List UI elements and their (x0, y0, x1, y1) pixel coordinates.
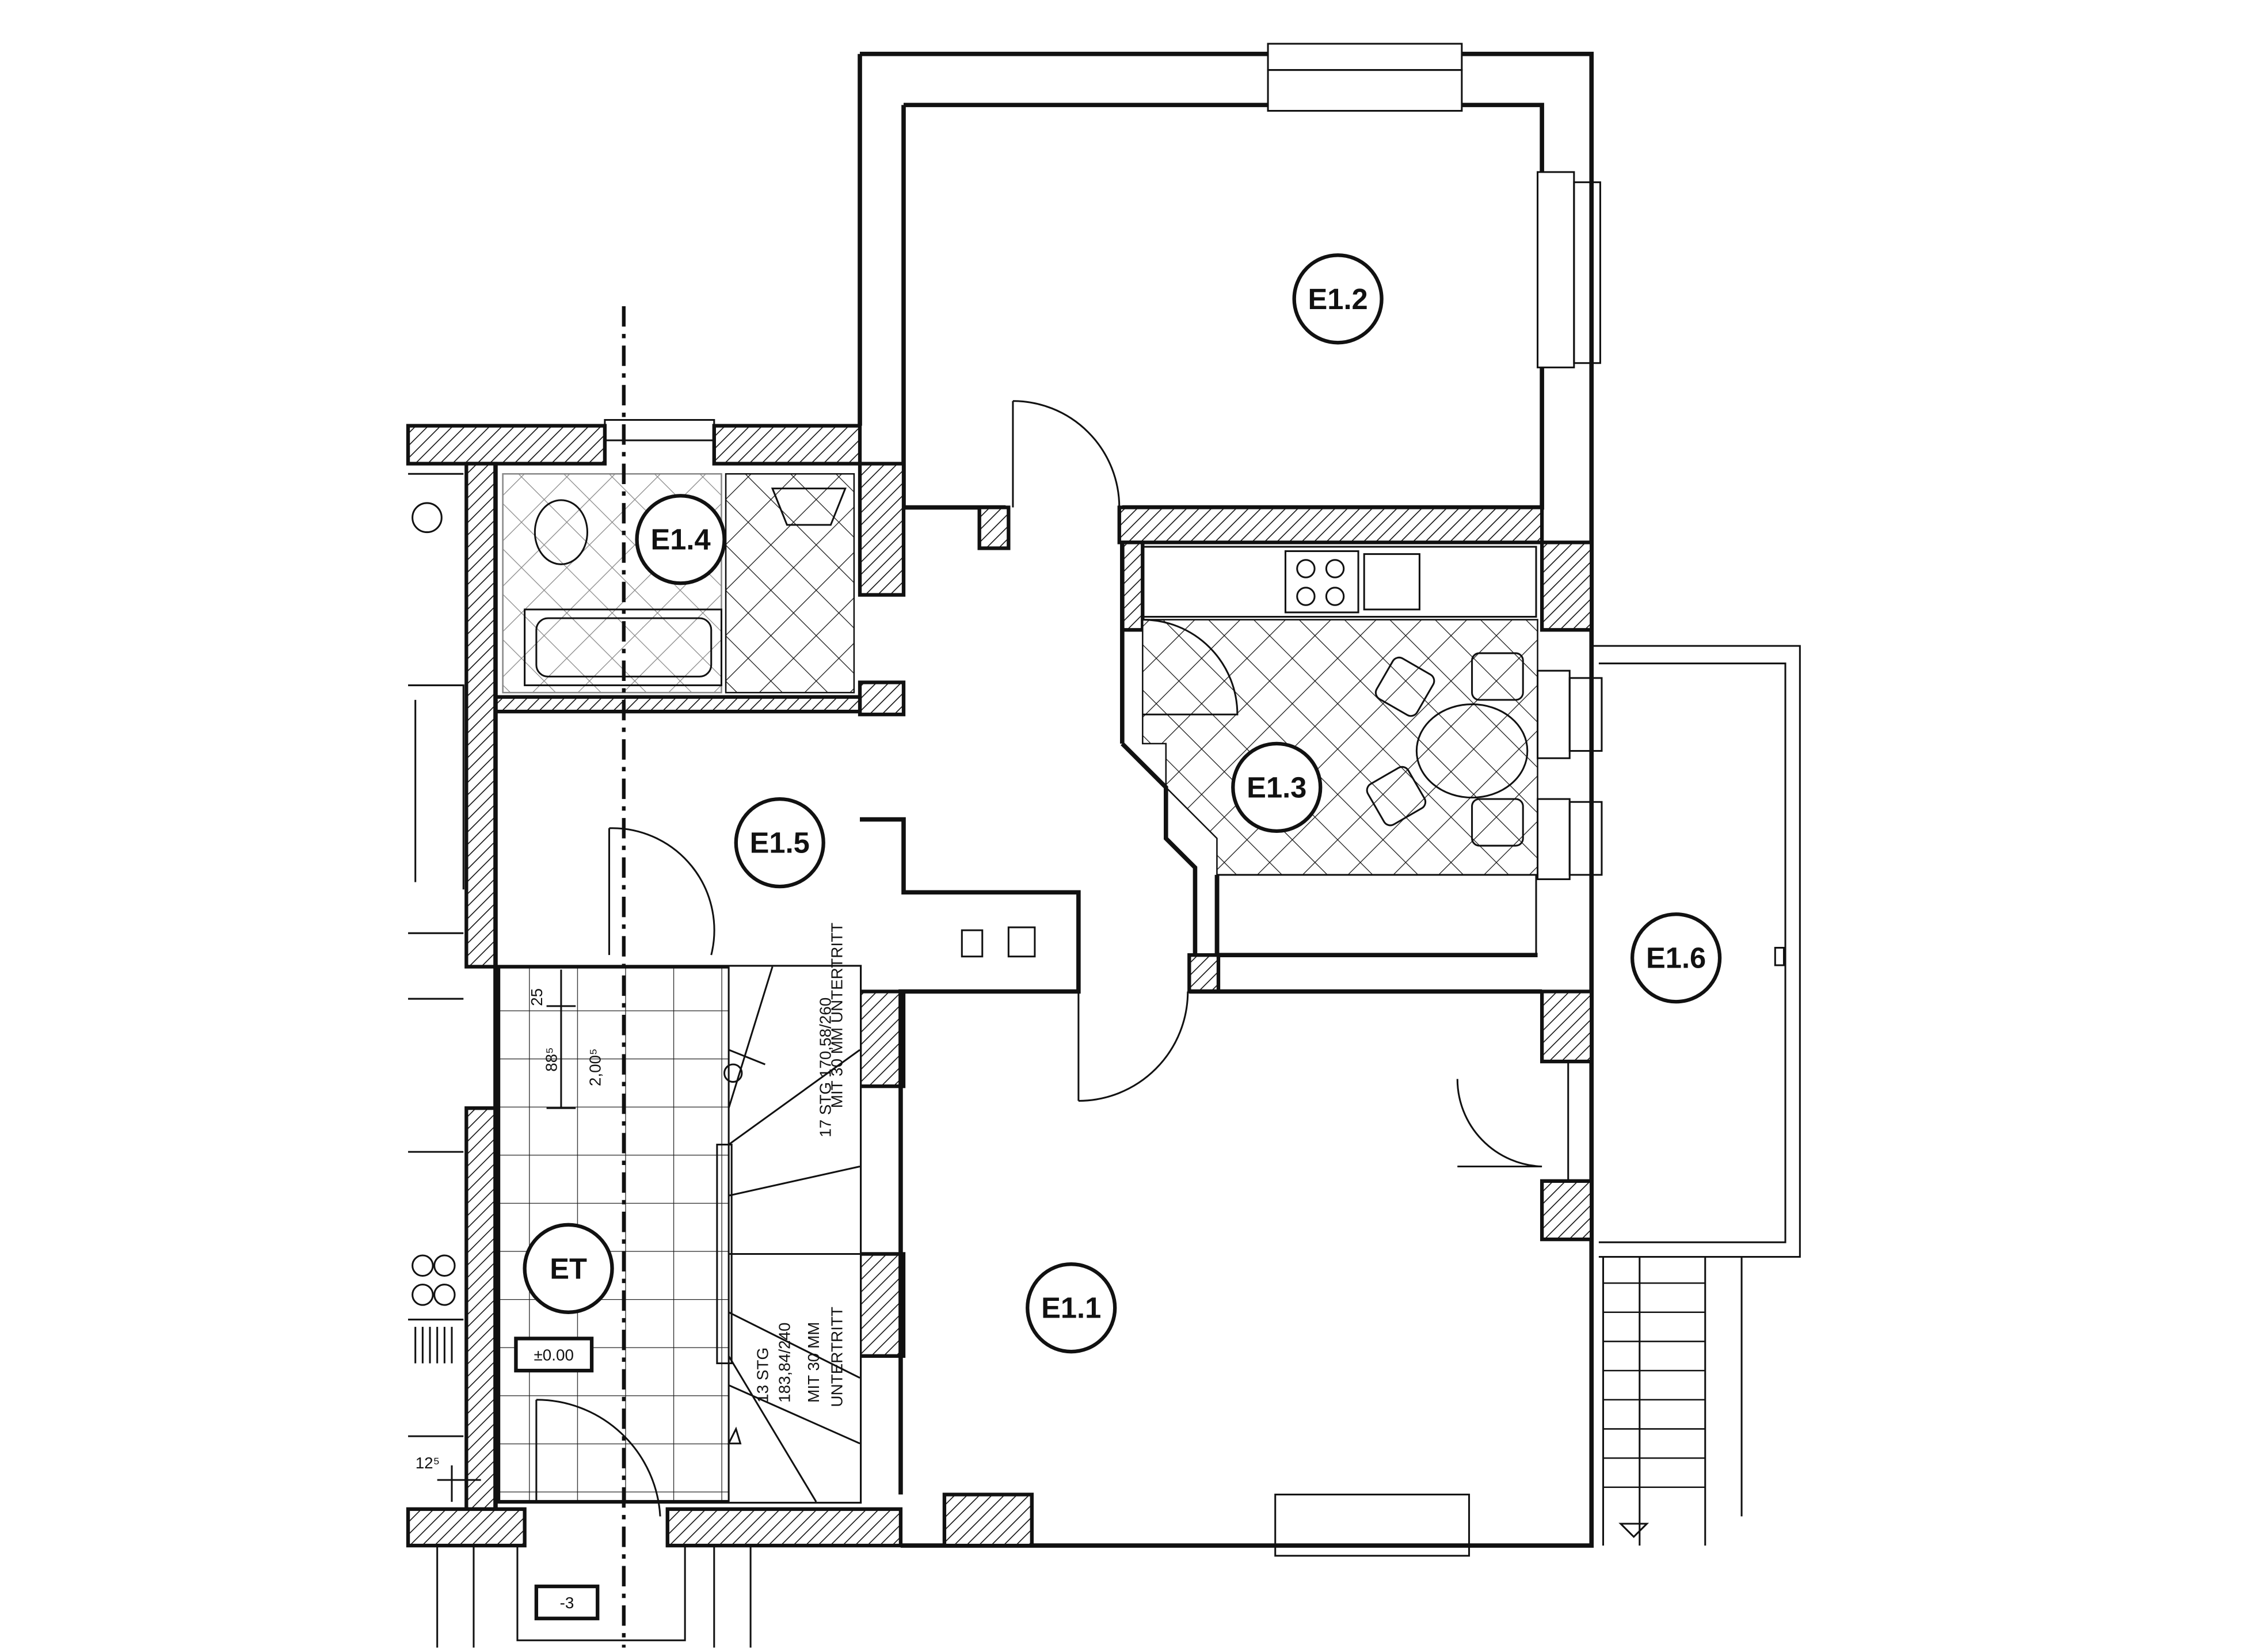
room-label-e1-4: E1.4 (650, 523, 710, 556)
dimension-25: 25 (528, 988, 546, 1006)
window (1267, 43, 1463, 71)
kitchen-counter (1141, 546, 1537, 618)
stair-note-lower-4: UNTERTRITT (828, 1307, 846, 1407)
dimension-88-5: 88⁵ (542, 1047, 560, 1072)
chair (1374, 656, 1435, 717)
window (1537, 171, 1575, 368)
room-label-et: ET (550, 1252, 587, 1285)
dimension-2-00-5: 2,00⁵ (586, 1048, 604, 1086)
room-et: 17 STG 170,58/260 MIT 30 MM UNTERTRITT 1… (496, 923, 862, 1517)
room-label-e1-5: E1.5 (750, 827, 810, 859)
stair-note-upper-2: MIT 30 MM UNTERTRITT (828, 923, 846, 1108)
window (1573, 181, 1601, 364)
window (1537, 669, 1571, 759)
room-e1-6: E1.6 (1567, 645, 1801, 1546)
level-marker-floor: ±0.00 (534, 1346, 574, 1364)
stair-note-lower-3: MIT 30 MM (805, 1322, 822, 1403)
neighbour-fixtures: 12⁵ (408, 473, 481, 1502)
stair-note-lower-1: 13 STG (754, 1348, 772, 1403)
door-swing (1012, 400, 1121, 508)
window (1267, 69, 1463, 112)
room-e1-4: E1.4 (502, 473, 855, 694)
stair-note-lower-2: 183,84/240 (775, 1322, 793, 1402)
room-label-e1-2: E1.2 (1308, 283, 1368, 315)
sink (771, 488, 847, 526)
room-e1-3: E1.3 (1117, 505, 1603, 994)
level-marker-outside: -3 (560, 1594, 574, 1612)
toilet (534, 499, 589, 565)
walls-left (406, 419, 1594, 1548)
chair (1471, 652, 1524, 701)
room-label-e1-3: E1.3 (1247, 771, 1306, 804)
room-label-e1-1: E1.1 (1041, 1292, 1101, 1324)
door-swing (1077, 991, 1189, 1102)
dining-table (1415, 703, 1529, 799)
room-e1-2 (858, 43, 1601, 1548)
door-swing (608, 827, 715, 956)
window (1537, 798, 1571, 880)
window (604, 419, 715, 441)
chimney (961, 929, 984, 958)
room-label-e1-6: E1.6 (1646, 942, 1706, 975)
door-swing (1456, 1079, 1542, 1167)
stair-note-upper-1: 17 STG 170,58/260 (816, 998, 834, 1137)
chair (1366, 766, 1427, 827)
chair (1471, 798, 1524, 847)
window (1274, 1493, 1471, 1557)
dimension-12-5: 12⁵ (416, 1454, 440, 1472)
chimney (1007, 926, 1036, 958)
